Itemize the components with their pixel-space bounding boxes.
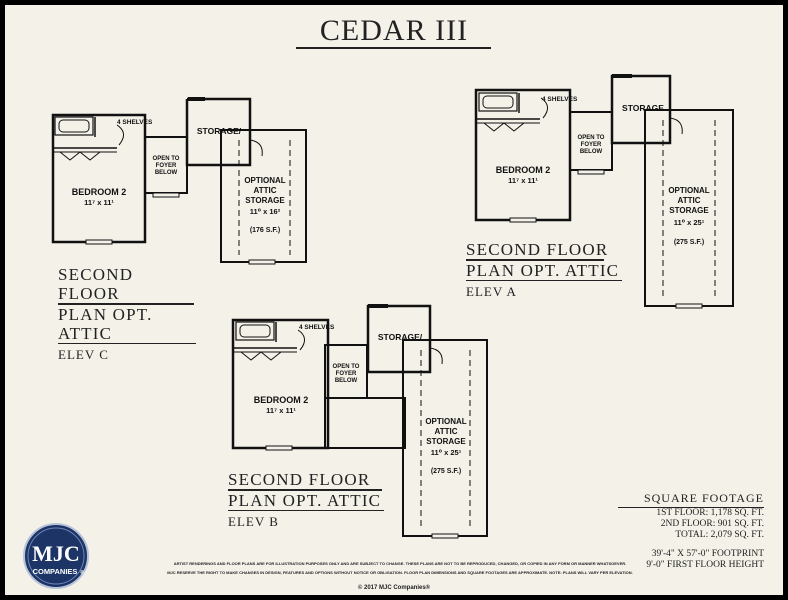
attic-dim-a: 11⁰ x 25¹ (674, 218, 705, 227)
plan-label-line2: PLAN OPT. ATTIC (466, 260, 620, 280)
open-to-c-3: BELOW (155, 170, 178, 176)
plan-label-line1: SECOND FLOOR (466, 240, 609, 259)
bedroom-dim-a: 11⁷ x 11¹ (508, 176, 538, 185)
attic-b-2: ATTIC (435, 427, 458, 436)
first-floor-height: 9'-0" FIRST FLOOR HEIGHT (646, 560, 764, 570)
attic-c-1: OPTIONAL (244, 176, 285, 185)
plan-elev-c (51, 97, 307, 265)
plan-label-line2: PLAN OPT. ATTIC (228, 490, 382, 510)
label-underline (466, 259, 604, 261)
bathtub-icon (478, 92, 518, 112)
disclaimer-line-1: ARTIST RENDERINGS AND FLOOR PLANS ARE FO… (173, 561, 627, 566)
attic-sf-b: (275 S.F.) (431, 468, 461, 475)
page-frame (5, 5, 783, 595)
plan-elevation-label: ELEV A (466, 284, 517, 299)
label-underline (228, 489, 382, 491)
logo-word: COMPANIES (33, 567, 78, 576)
label-underline (58, 342, 196, 344)
plan-label-line1: SECOND FLOOR (58, 265, 134, 303)
bathtub-icon (235, 321, 275, 341)
total-sqft: TOTAL: 2,079 SQ. FT. (675, 530, 764, 540)
storage-label-b: STORAGE/ (378, 332, 423, 342)
plan-elevation-label: ELEV C (58, 347, 109, 362)
bedroom-label-c: BEDROOM 2 (72, 187, 127, 197)
bedroom-dim-c: 11⁷ x 11¹ (84, 198, 114, 207)
shelves-label-c: 4 SHELVES (117, 119, 153, 126)
mjc-companies-logo: MJC COMPANIES ® (23, 523, 89, 589)
shelves-label-b: 4 SHELVES (299, 324, 335, 331)
title-underline (296, 47, 491, 49)
storage-label-a: STORAGE (622, 103, 664, 113)
open-to-a-2: FOYER (581, 142, 602, 148)
page-title: CEDAR III (319, 14, 469, 47)
footprint: 39'-4" X 57'-0" FOOTPRINT (651, 549, 764, 559)
attic-a-3: STORAGE (669, 206, 709, 215)
attic-c-2: ATTIC (254, 186, 277, 195)
second-floor-sqft: 2ND FLOOR: 901 SQ. FT. (660, 519, 764, 529)
bedroom-dim-b: 11⁷ x 11¹ (266, 406, 296, 415)
attic-b-3: STORAGE (426, 437, 466, 446)
plan-label-elev-c: SECOND FLOOR PLAN OPT. ATTIC ELEV C (58, 265, 198, 363)
label-underline (58, 303, 194, 305)
label-underline (228, 509, 384, 511)
open-to-b-1: OPEN TO (333, 364, 360, 370)
disclaimer-line-2: MJC RESERVE THE RIGHT TO MAKE CHANGES IN… (167, 570, 633, 575)
shelves-label-a: 4 SHELVES (542, 96, 578, 103)
plan-elevation-label: ELEV B (228, 514, 279, 529)
square-footage-heading: SQUARE FOOTAGE (618, 491, 764, 508)
attic-dim-b: 11⁰ x 25¹ (431, 448, 462, 457)
attic-a-2: ATTIC (678, 196, 701, 205)
attic-sf-c: (176 S.F.) (250, 227, 280, 234)
bedroom-label-a: BEDROOM 2 (496, 165, 551, 175)
disclaimer: ARTIST RENDERINGS AND FLOOR PLANS ARE FO… (165, 561, 635, 576)
logo-mark: MJC (32, 541, 80, 566)
square-footage-table: SQUARE FOOTAGE 1ST FLOOR: 1,178 SQ. FT. … (618, 491, 764, 571)
open-to-c-2: FOYER (156, 163, 177, 169)
plan-label-line2: PLAN OPT. ATTIC (58, 304, 153, 343)
copyright: © 2017 MJC Companies® (357, 585, 431, 591)
bedroom-label-b: BEDROOM 2 (254, 395, 309, 405)
storage-label-c: STORAGE/ (197, 126, 242, 136)
plan-label-elev-a: SECOND FLOOR PLAN OPT. ATTIC ELEV A (466, 240, 626, 300)
attic-c-3: STORAGE (245, 196, 285, 205)
attic-a-1: OPTIONAL (668, 186, 709, 195)
open-to-b-3: BELOW (335, 378, 358, 384)
open-to-b-2: FOYER (336, 371, 357, 377)
label-underline (466, 279, 622, 281)
open-to-a-3: BELOW (580, 149, 603, 155)
plan-elev-a (474, 74, 734, 309)
attic-b-1: OPTIONAL (425, 417, 466, 426)
open-to-a-1: OPEN TO (578, 135, 605, 141)
bathtub-icon (54, 116, 94, 136)
open-to-c-1: OPEN TO (153, 156, 180, 162)
plan-label-elev-b: SECOND FLOOR PLAN OPT. ATTIC ELEV B (228, 470, 388, 530)
plan-label-line1: SECOND FLOOR (228, 470, 371, 489)
first-floor-sqft: 1ST FLOOR: 1,178 SQ. FT. (656, 508, 764, 518)
logo-reg: ® (80, 569, 84, 576)
attic-sf-a: (275 S.F.) (674, 239, 704, 246)
plan-elev-b (231, 304, 488, 539)
attic-dim-c: 11⁰ x 16² (250, 207, 281, 216)
